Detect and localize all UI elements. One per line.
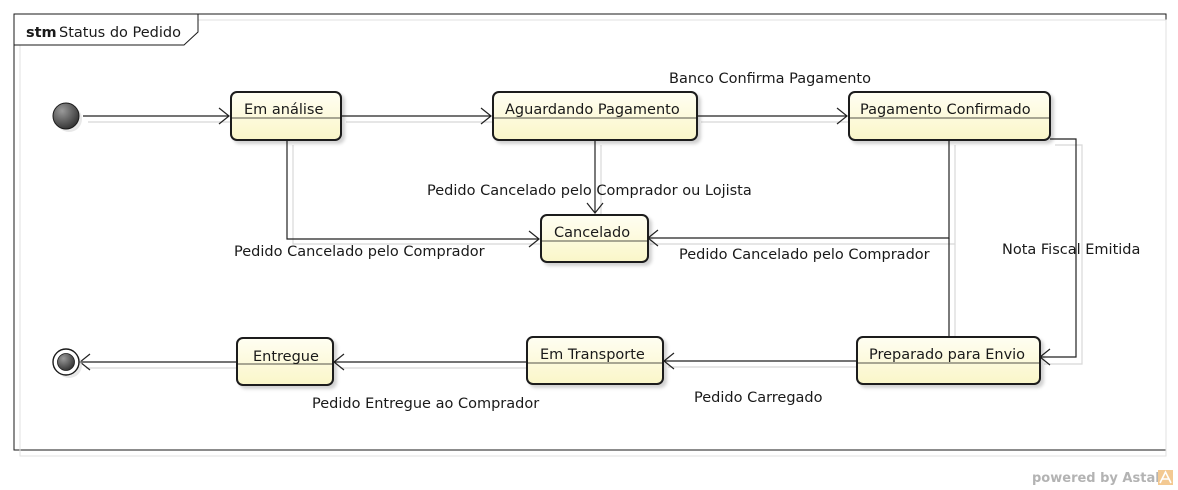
final-node <box>52 348 82 378</box>
state-aguardando-label: Aguardando Pagamento <box>505 102 680 118</box>
transition-edges <box>79 107 1077 371</box>
frame-shadow <box>19 19 1167 457</box>
state-entregue[interactable] <box>236 337 334 386</box>
state-preparado-para-envio[interactable] <box>856 336 1041 385</box>
label-entregue-comprador: Pedido Entregue ao Comprador <box>312 396 539 412</box>
astah-logo-icon <box>1158 470 1173 485</box>
state-confirmado-label: Pagamento Confirmado <box>860 102 1031 118</box>
state-em-analise-label: Em análise <box>244 102 323 118</box>
state-aguardando-pagamento[interactable] <box>492 91 698 141</box>
label-nota-fiscal: Nota Fiscal Emitida <box>1002 242 1140 258</box>
state-entregue-label: Entregue <box>253 349 319 365</box>
frame-tab <box>13 13 199 46</box>
frame-title: Status do Pedido <box>59 25 181 41</box>
frame-keyword: stm <box>26 25 57 41</box>
label-cancel-comprador-lojista: Pedido Cancelado pelo Comprador ou Lojis… <box>427 183 752 199</box>
label-cancel-comprador-right: Pedido Cancelado pelo Comprador <box>679 247 930 263</box>
label-pedido-carregado: Pedido Carregado <box>694 390 823 406</box>
state-transporte-label: Em Transporte <box>540 347 645 363</box>
edge-shadows <box>86 121 1083 369</box>
powered-by-astah: powered by Astah <box>1032 471 1164 486</box>
state-em-transporte[interactable] <box>526 336 664 385</box>
state-em-analise[interactable] <box>230 91 342 141</box>
state-cancelado[interactable] <box>540 214 649 263</box>
initial-node <box>52 102 82 132</box>
edge-confirmado-to-preparado <box>1040 138 1077 358</box>
state-pagamento-confirmado[interactable] <box>848 91 1051 141</box>
edge-analise-to-cancelado <box>286 140 539 240</box>
state-preparado-label: Preparado para Envio <box>869 347 1025 363</box>
state-cancelado-label: Cancelado <box>554 225 630 241</box>
label-cancel-comprador-left: Pedido Cancelado pelo Comprador <box>234 244 485 260</box>
label-banco-confirma: Banco Confirma Pagamento <box>669 71 871 87</box>
